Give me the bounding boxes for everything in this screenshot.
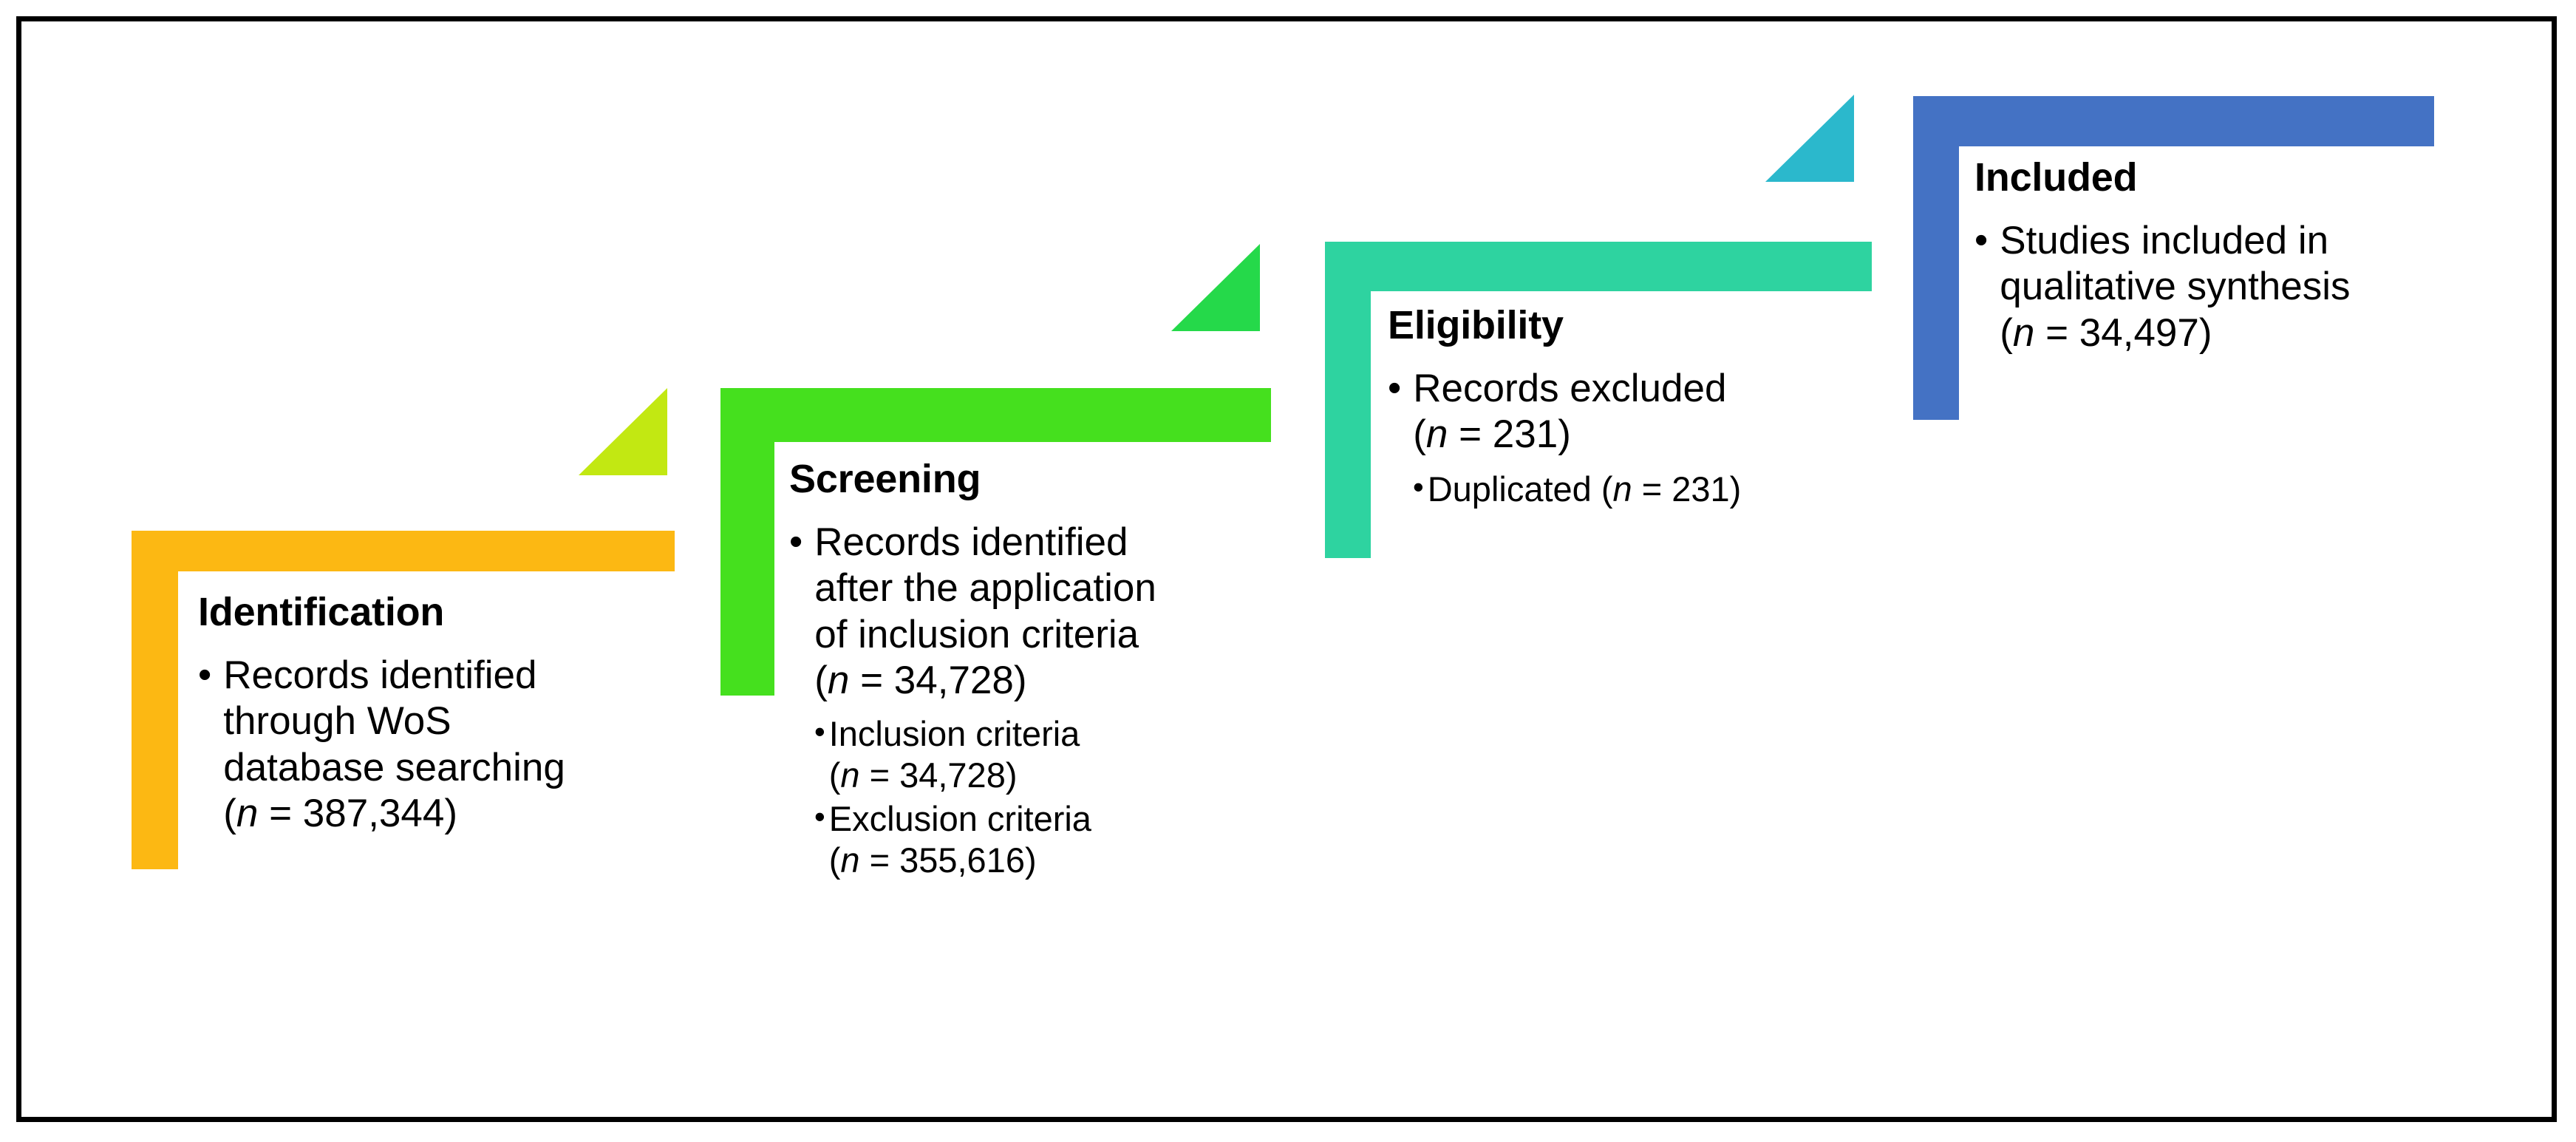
paren-open: ( — [2000, 310, 2013, 355]
bullet-glyph-icon: • — [789, 520, 803, 563]
n-value: = 355,616) — [859, 840, 1037, 880]
screening-subbullet-1-text: Inclusion criteria (n = 34,728) — [829, 713, 1080, 797]
eligibility-bracket-top-arm — [1325, 242, 1872, 291]
identification-bullet-1-text: Records identified through WoS database … — [223, 653, 565, 837]
line-3: database searching — [223, 745, 565, 789]
line-1: Records identified — [814, 520, 1128, 564]
n-symbol: n — [1425, 412, 1448, 457]
label: Duplicated ( — [1427, 469, 1613, 509]
identification-bracket-top-arm — [132, 531, 675, 571]
line-2: through WoS — [223, 699, 452, 744]
identification-title: Identification — [198, 590, 445, 634]
eligibility-bullet-1-text: Records excluded (n = 231) — [1413, 366, 1726, 458]
included-bracket-top-arm — [1913, 96, 2434, 146]
n-value: = 34,497) — [2034, 310, 2212, 355]
eligibility-subbullet-1: • Duplicated (n = 231) — [1413, 469, 1905, 510]
included-bracket-left-arm — [1913, 96, 1959, 420]
connector-triangle-3-icon — [1765, 95, 1854, 182]
eligibility-bullet-1: • Records excluded (n = 231) — [1388, 366, 1905, 458]
screening-subbullet-1: • Inclusion criteria (n = 34,728) — [814, 713, 1299, 797]
screening-bullet-1-text: Records identified after the application… — [814, 520, 1156, 704]
n-symbol: n — [840, 755, 860, 795]
included-bullet-1-text: Studies included in qualitative synthesi… — [2000, 218, 2350, 357]
stage-eligibility — [1325, 242, 1872, 560]
stage-identification — [132, 531, 675, 871]
label: Inclusion criteria — [828, 713, 1080, 753]
included-title: Included — [1974, 155, 2138, 200]
identification-text-block: Identification • Records identified thro… — [198, 591, 671, 842]
eligibility-bracket-left-arm — [1325, 242, 1371, 558]
paren-open: ( — [828, 840, 841, 880]
eligibility-subbullet-list: • Duplicated (n = 231) — [1388, 469, 1905, 510]
identification-bracket-left-arm — [132, 531, 178, 869]
line-1: Studies included in — [2000, 218, 2329, 262]
n-symbol: n — [2012, 310, 2035, 355]
sub-bullet-glyph-icon: • — [1413, 469, 1424, 504]
connector-triangle-2-icon — [1171, 244, 1260, 331]
connector-triangle-1-icon — [579, 388, 667, 475]
bullet-glyph-icon: • — [198, 653, 212, 696]
eligibility-subbullet-1-text: Duplicated (n = 231) — [1428, 469, 1742, 510]
screening-subbullet-2: • Exclusion criteria (n = 355,616) — [814, 798, 1299, 882]
n-value: = 231) — [1632, 469, 1742, 509]
screening-bullet-1: • Records identified after the applicati… — [789, 520, 1299, 704]
identification-bullet-1: • Records identified through WoS databas… — [198, 653, 671, 837]
label: Exclusion criteria — [828, 798, 1091, 838]
screening-bracket-left-arm — [720, 388, 774, 696]
line-1: Records identified — [223, 653, 537, 697]
sub-bullet-glyph-icon: • — [814, 713, 825, 749]
n-symbol: n — [827, 659, 850, 703]
line-1: Records excluded — [1413, 366, 1727, 410]
eligibility-title: Eligibility — [1388, 303, 1564, 347]
bullet-glyph-icon: • — [1974, 218, 1989, 262]
n-value: = 34,728) — [859, 755, 1018, 795]
screening-subbullet-2-text: Exclusion criteria (n = 355,616) — [829, 798, 1091, 882]
paren-open: ( — [223, 792, 236, 836]
n-symbol: n — [840, 840, 860, 880]
line-2: after the application — [814, 566, 1156, 611]
included-text-block: Included • Studies included in qualitati… — [1974, 157, 2492, 361]
paren-open: ( — [1413, 412, 1426, 457]
sub-bullet-glyph-icon: • — [814, 798, 825, 834]
line-2: qualitative synthesis — [2000, 265, 2351, 309]
n-value: = 34,728) — [849, 659, 1027, 703]
diagram-border-frame — [16, 16, 2557, 1122]
paren-open: ( — [814, 659, 828, 703]
screening-text-block: Screening • Records identified after the… — [789, 458, 1299, 883]
paren-open: ( — [828, 755, 841, 795]
stage-included — [1913, 96, 2434, 421]
screening-title: Screening — [789, 457, 981, 501]
stage-screening — [720, 388, 1271, 697]
included-bullet-1: • Studies included in qualitative synthe… — [1974, 218, 2492, 357]
line-3: of inclusion criteria — [814, 612, 1139, 656]
screening-subbullet-list: • Inclusion criteria (n = 34,728) • Excl… — [789, 713, 1299, 882]
screening-bracket-top-arm — [720, 388, 1271, 442]
bullet-glyph-icon: • — [1388, 366, 1402, 409]
n-value: = 387,344) — [258, 792, 457, 836]
eligibility-text-block: Eligibility • Records excluded (n = 231)… — [1388, 305, 1905, 511]
n-value: = 231) — [1448, 412, 1571, 457]
n-symbol: n — [1612, 469, 1632, 509]
n-symbol: n — [236, 792, 259, 836]
